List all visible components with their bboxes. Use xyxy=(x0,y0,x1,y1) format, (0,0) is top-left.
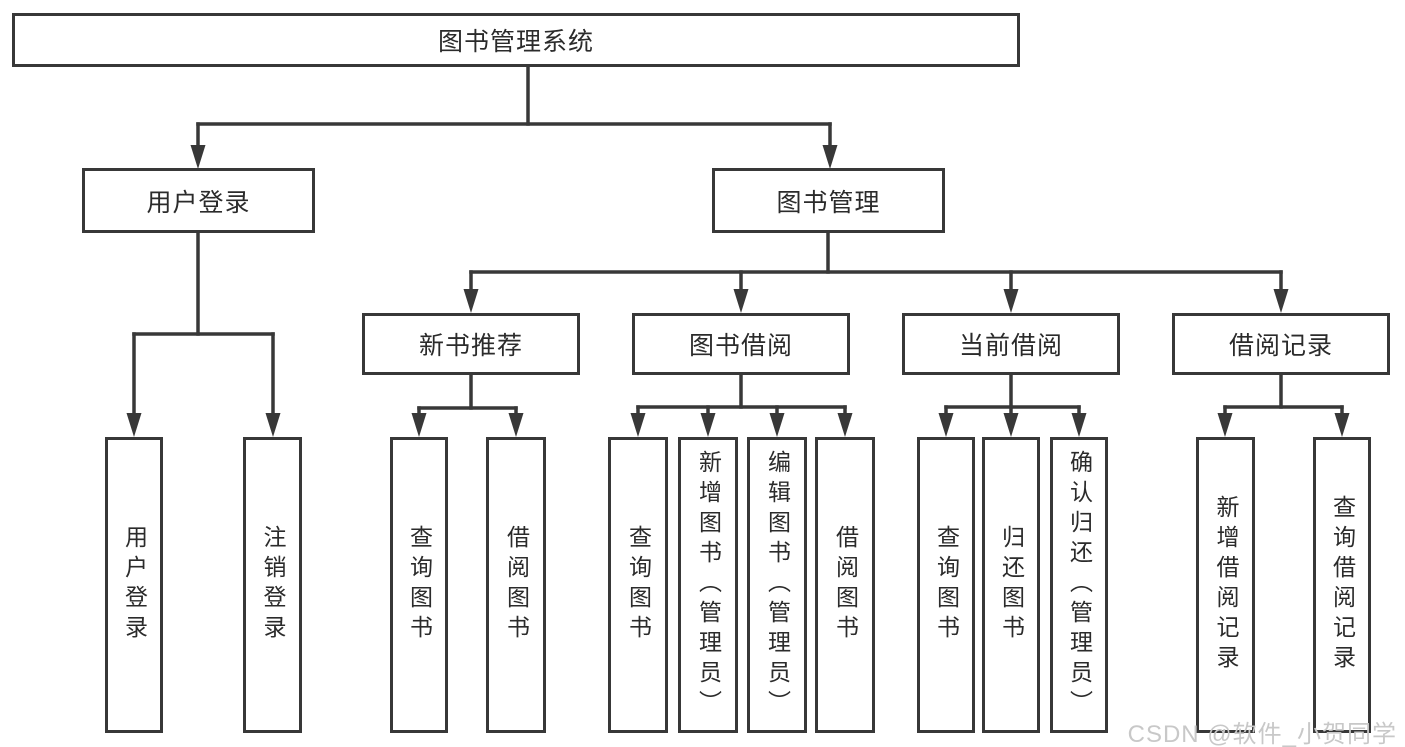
arrowhead-icon xyxy=(190,145,206,169)
arrowhead-icon xyxy=(126,413,142,437)
connector-book-borrow-children xyxy=(630,373,853,437)
node-label: 借阅图书 xyxy=(503,525,530,645)
node-current-query-books: 查询图书 xyxy=(917,437,975,733)
node-label: 查询图书 xyxy=(406,525,433,645)
connector-current-borrow-children xyxy=(938,373,1087,437)
node-borrow-edit-books-admin: 编辑图书（管理员） xyxy=(747,437,807,733)
node-label: 查询借阅记录 xyxy=(1329,495,1356,675)
arrowhead-icon xyxy=(630,413,646,437)
node-logout-leaf: 注销登录 xyxy=(243,437,302,733)
arrowhead-icon xyxy=(1003,413,1019,437)
node-book-borrow: 图书借阅 xyxy=(632,313,850,375)
node-records-add-record: 新增借阅记录 xyxy=(1196,437,1255,733)
arrowhead-icon xyxy=(700,413,716,437)
node-borrow-records: 借阅记录 xyxy=(1172,313,1390,375)
arrowhead-icon xyxy=(769,413,785,437)
connector-book-management-children xyxy=(463,231,1289,313)
arrowhead-icon xyxy=(733,289,749,313)
node-label: 归还图书 xyxy=(998,525,1025,645)
node-book-management: 图书管理 xyxy=(712,168,945,233)
connector-root-to-level2 xyxy=(190,65,838,169)
csdn-watermark: CSDN @软件_小贺同学 xyxy=(1127,721,1397,747)
node-borrow-add-books-admin: 新增图书（管理员） xyxy=(678,437,738,733)
arrowhead-icon xyxy=(938,413,954,437)
arrowhead-icon xyxy=(463,289,479,313)
arrowhead-icon xyxy=(411,413,427,437)
connector-user-login-children xyxy=(126,231,281,437)
arrowhead-icon xyxy=(822,145,838,169)
node-label: 新增图书（管理员） xyxy=(695,450,722,720)
node-label: 注销登录 xyxy=(260,525,286,645)
node-borrow-borrow-books: 借阅图书 xyxy=(815,437,875,733)
node-newbook-query-books: 查询图书 xyxy=(390,437,448,733)
arrowhead-icon xyxy=(508,413,524,437)
node-label: 确认归还（管理员） xyxy=(1066,450,1093,720)
node-book-management-system: 图书管理系统 xyxy=(12,13,1020,67)
node-label: 查询图书 xyxy=(933,525,960,645)
node-new-book-recommend: 新书推荐 xyxy=(362,313,580,375)
node-borrow-query-books: 查询图书 xyxy=(608,437,668,733)
node-current-borrow: 当前借阅 xyxy=(902,313,1120,375)
arrowhead-icon xyxy=(1217,413,1233,437)
node-label: 借阅图书 xyxy=(832,525,859,645)
node-label: 编辑图书（管理员） xyxy=(764,450,791,720)
node-user-login: 用户登录 xyxy=(82,168,315,233)
node-user-login-leaf: 用户登录 xyxy=(105,437,163,733)
node-label: 用户登录 xyxy=(121,525,148,645)
arrowhead-icon xyxy=(1334,413,1350,437)
arrowhead-icon xyxy=(1273,289,1289,313)
node-current-return-books: 归还图书 xyxy=(982,437,1040,733)
connector-borrow-records-children xyxy=(1217,373,1350,437)
arrowhead-icon xyxy=(1071,413,1087,437)
node-newbook-borrow-books: 借阅图书 xyxy=(486,437,546,733)
arrowhead-icon xyxy=(1003,289,1019,313)
node-records-query-record: 查询借阅记录 xyxy=(1313,437,1371,733)
node-current-confirm-return-admin: 确认归还（管理员） xyxy=(1050,437,1108,733)
node-label: 新增借阅记录 xyxy=(1213,495,1239,675)
connector-new-book-recommend-children xyxy=(411,373,524,437)
arrowhead-icon xyxy=(837,413,853,437)
node-label: 查询图书 xyxy=(625,525,652,645)
arrowhead-icon xyxy=(265,413,281,437)
